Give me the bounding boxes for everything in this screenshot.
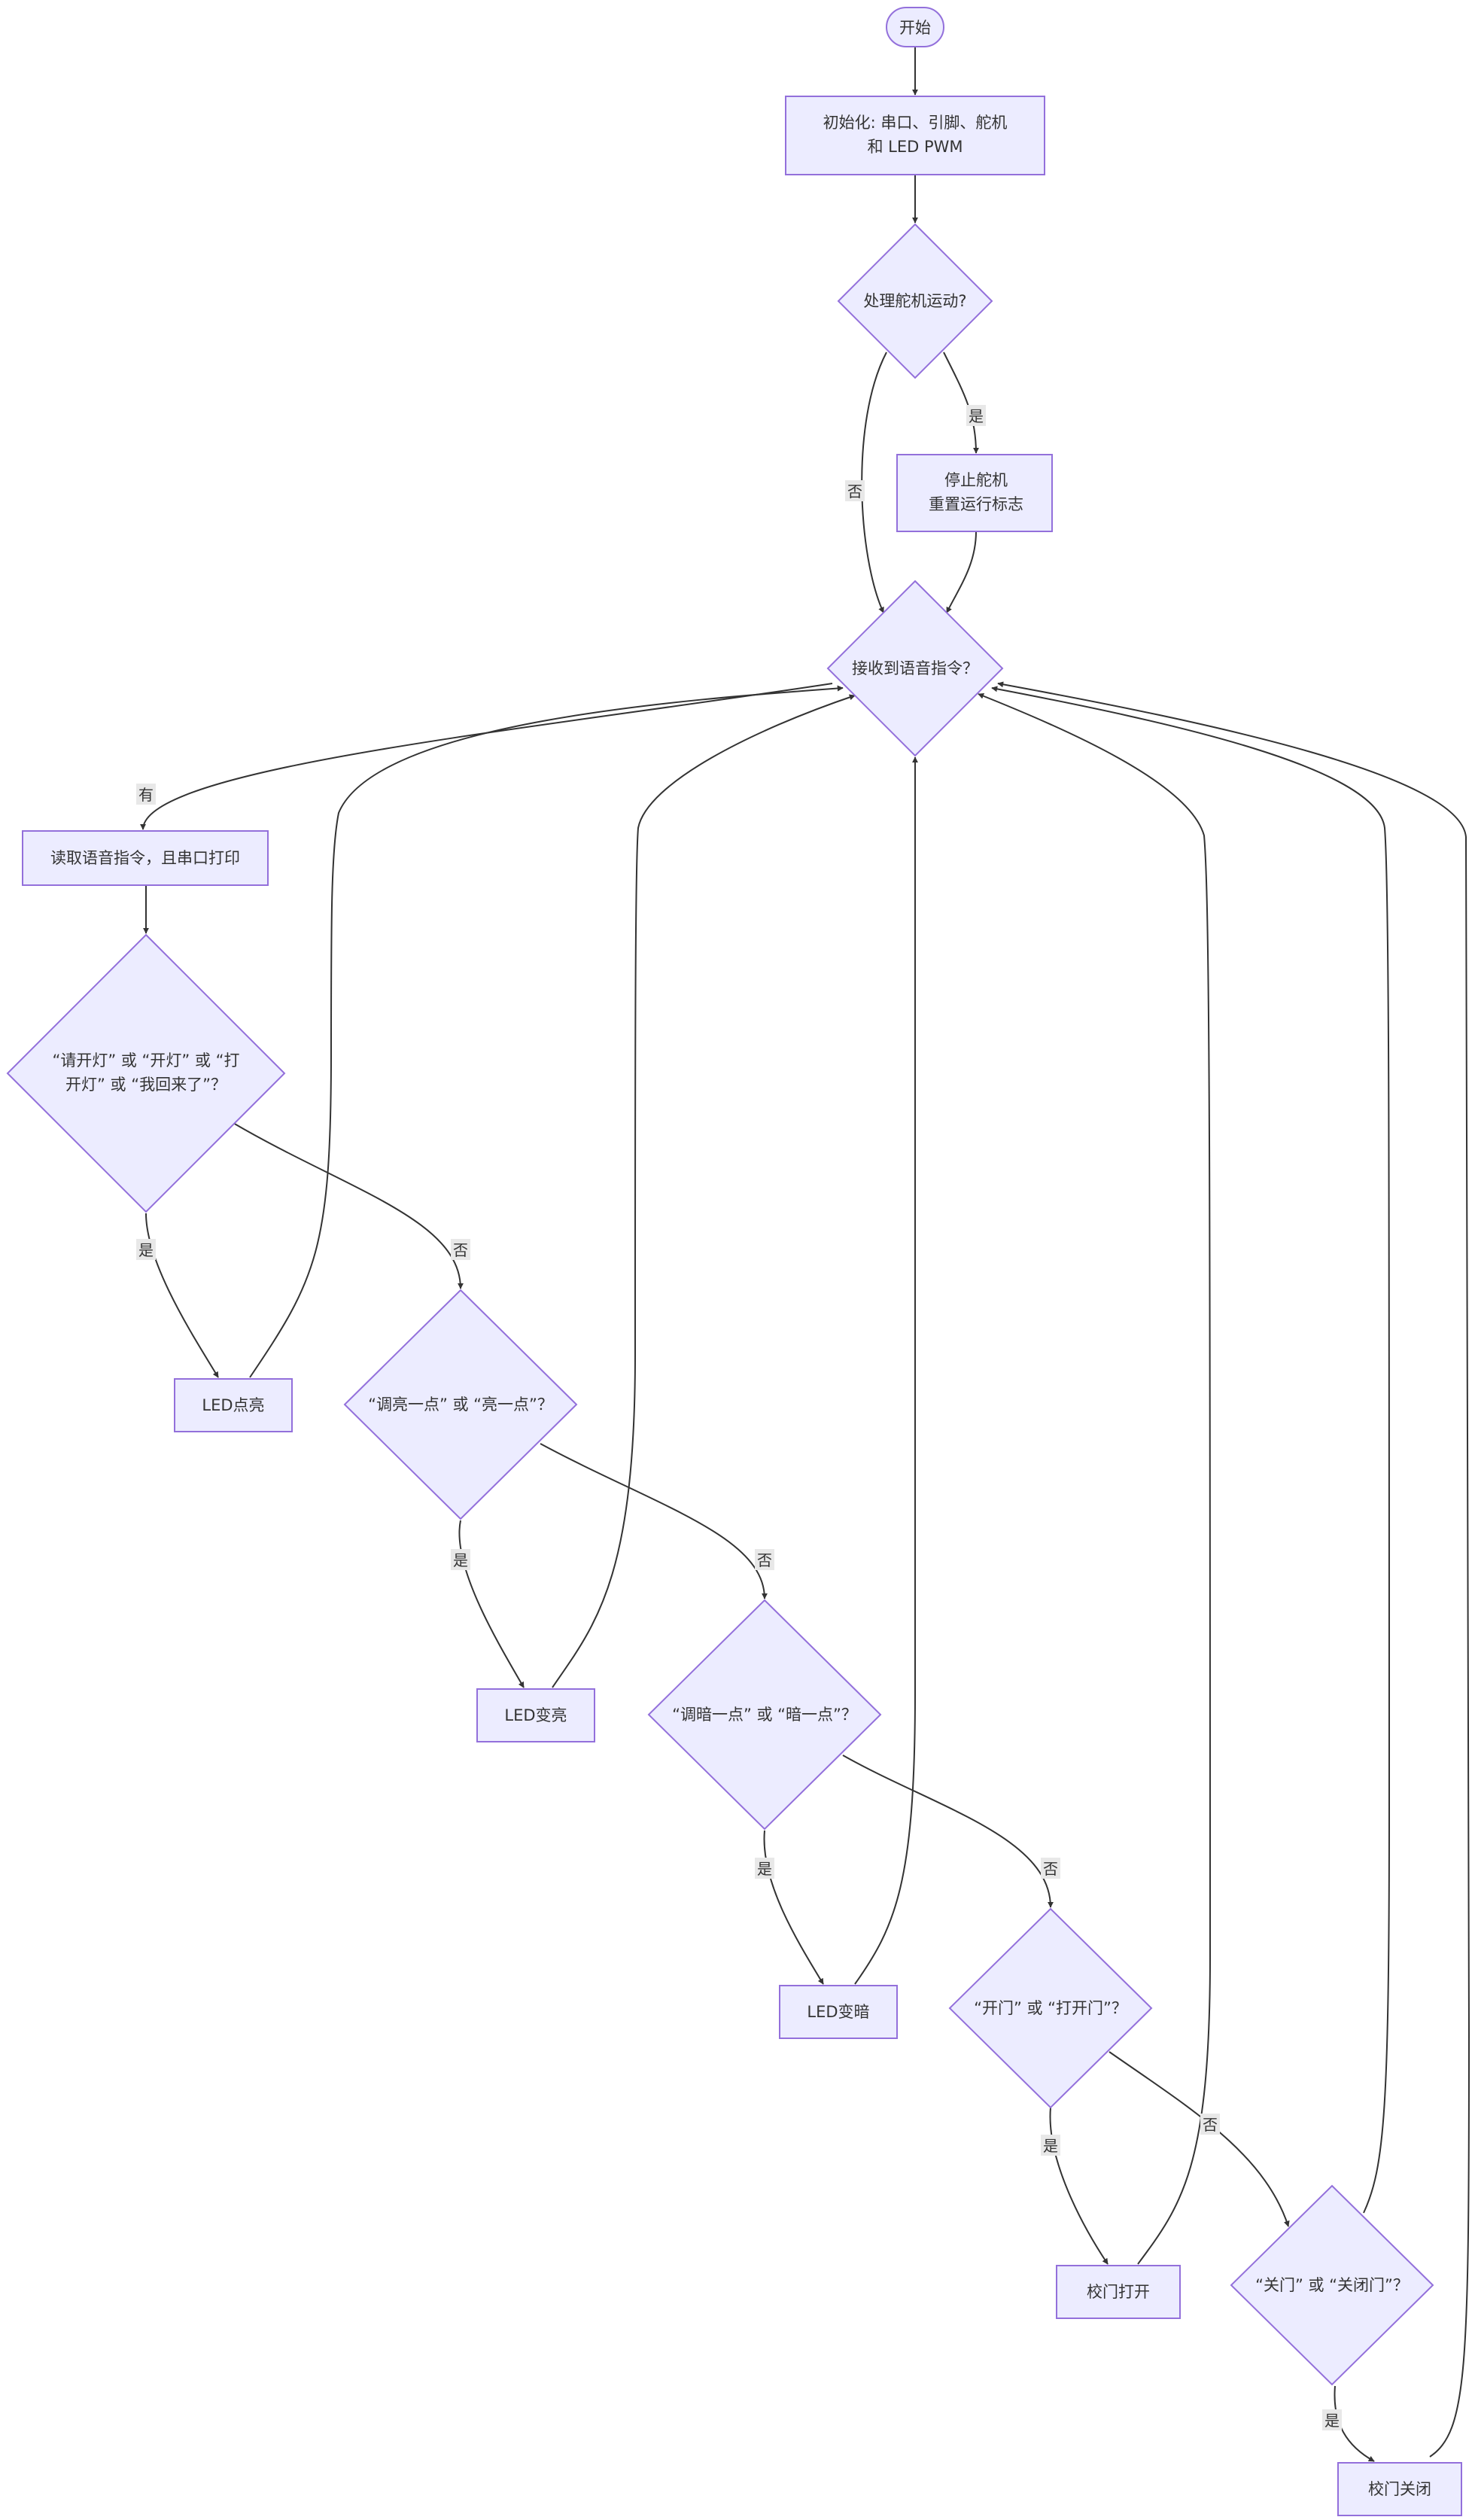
init-node: 初始化: 串口、引脚、舵机 和 LED PWM [785, 96, 1045, 175]
door-close-label: 校门关闭 [1368, 2480, 1431, 2498]
stop-servo-node: 停止舵机 重置运行标志 [896, 454, 1053, 532]
brighter-decision: “调亮一点” 或 “亮一点”？ [343, 1289, 578, 1520]
edge-qbright-yes [458, 1520, 525, 1688]
edge-label-on-yes: 是 [136, 1239, 156, 1260]
edge-qopen-yes [1049, 2107, 1109, 2265]
door-close-node: 校门关闭 [1337, 2462, 1462, 2516]
door-open-label: 校门打开 [1087, 2283, 1150, 2301]
edge-servo-no [861, 352, 887, 613]
edge-stop-voice [946, 531, 977, 613]
stop-servo-label-line1: 停止舵机 [944, 471, 1008, 489]
voice-decision-label: 接收到语音指令？ [852, 659, 978, 677]
edge-dooropen-voice [978, 692, 1212, 2265]
edge-voice-read [140, 683, 833, 830]
led-dimmer-label: LED变暗 [807, 2003, 869, 2021]
edge-qclose-voice [991, 686, 1390, 2214]
start-node: 开始 [886, 7, 944, 47]
edge-label-close-yes: 是 [1322, 2409, 1342, 2430]
edges [140, 47, 1470, 2462]
door-open-node: 校门打开 [1056, 2265, 1181, 2319]
start-label: 开始 [899, 19, 931, 37]
dimmer-decision: “调暗一点” 或 “暗一点”？ [647, 1599, 882, 1831]
edge-leddim-voice [854, 756, 918, 1985]
voice-decision: 接收到语音指令？ [826, 580, 1004, 757]
svg-text:否: 否 [1203, 2116, 1218, 2134]
svg-text:有: 有 [138, 786, 154, 804]
svg-text:是: 是 [1324, 2412, 1340, 2430]
open-door-decision-label: “开门” 或 “打开门”？ [974, 1999, 1127, 2017]
svg-text:是: 是 [969, 407, 984, 425]
light-on-decision-line2: 开灯” 或 “我回来了”？ [65, 1076, 227, 1094]
edge-label-bright-no: 否 [755, 1549, 774, 1570]
edge-qbright-no [540, 1443, 768, 1599]
edge-label-dim-yes: 是 [755, 1858, 774, 1879]
edge-label-on-no: 否 [451, 1239, 470, 1260]
edge-qon-no [233, 1122, 464, 1289]
edge-ledbright-voice [552, 694, 856, 1688]
edge-qopen-no [1109, 2051, 1290, 2227]
stop-servo-label-line2: 重置运行标志 [929, 495, 1023, 513]
edge-label-open-no: 否 [1200, 2114, 1220, 2135]
edge-qclose-yes [1334, 2385, 1375, 2462]
read-command-node: 读取语音指令，且串口打印 [22, 830, 269, 886]
edge-labels: 否 是 有 是 否 是 否 是 [136, 405, 1342, 2430]
edge-qdim-no [842, 1755, 1054, 1908]
init-label-line2: 和 LED PWM [867, 138, 963, 156]
edge-qdim-yes [763, 1830, 824, 1985]
led-dimmer-node: LED变暗 [779, 1985, 898, 2039]
led-brighter-node: LED变亮 [476, 1688, 595, 1742]
nodes: 开始 初始化: 串口、引脚、舵机 和 LED PWM 处理舵机运动? 停止舵机 … [6, 7, 1462, 2516]
svg-text:否: 否 [847, 482, 862, 501]
led-on-label: LED点亮 [202, 1396, 264, 1414]
svg-text:否: 否 [1043, 1860, 1058, 1878]
svg-text:否: 否 [757, 1551, 772, 1569]
edge-label-voice-yes: 有 [136, 784, 156, 805]
svg-text:是: 是 [138, 1241, 154, 1259]
light-on-decision-line1: “请开灯” 或 “开灯” 或 “打 [52, 1052, 239, 1070]
led-brighter-label: LED变亮 [504, 1706, 567, 1724]
dimmer-decision-label: “调暗一点” 或 “暗一点”？ [672, 1706, 857, 1724]
open-door-decision: “开门” 或 “打开门”？ [948, 1907, 1153, 2109]
close-door-decision-label: “关门” 或 “关闭门”？ [1255, 2276, 1409, 2294]
edge-ledon-voice [249, 685, 844, 1378]
svg-text:否: 否 [453, 1241, 468, 1259]
light-on-decision: “请开灯” 或 “开灯” 或 “打 开灯” 或 “我回来了”？ [6, 933, 286, 1213]
edge-label-dim-no: 否 [1041, 1858, 1060, 1879]
read-command-label: 读取语音指令，且串口打印 [50, 849, 240, 867]
init-label-line1: 初始化: 串口、引脚、舵机 [823, 114, 1008, 132]
close-door-decision: “关门” 或 “关闭门”？ [1230, 2184, 1434, 2386]
servo-decision: 处理舵机运动? [837, 223, 993, 379]
edge-servo-yes [943, 352, 979, 454]
servo-decision-label: 处理舵机运动? [863, 292, 966, 310]
edge-label-servo-yes: 是 [966, 405, 986, 426]
edge-label-bright-yes: 是 [451, 1549, 470, 1570]
svg-text:是: 是 [757, 1860, 772, 1878]
led-on-node: LED点亮 [174, 1378, 293, 1432]
edge-qon-yes [145, 1213, 219, 1378]
svg-text:是: 是 [453, 1551, 468, 1569]
edge-label-servo-no: 否 [845, 480, 865, 501]
svg-text:是: 是 [1043, 2137, 1058, 2155]
brighter-decision-label: “调亮一点” 或 “亮一点”？ [368, 1395, 553, 1414]
edge-label-open-yes: 是 [1041, 2135, 1060, 2156]
